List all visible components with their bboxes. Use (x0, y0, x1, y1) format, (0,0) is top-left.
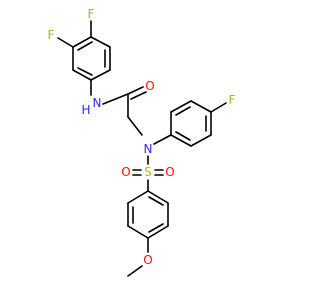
bond (72, 69, 92, 81)
ring-difluorophenyl (72, 36, 111, 81)
molecule-structure: F F N H O N F S O O O (48, 7, 236, 277)
atom-s: S (144, 165, 152, 179)
atom-f-right: F (229, 93, 236, 107)
bond (90, 36, 111, 48)
bond-nh-carbonyl (102, 93, 129, 105)
atom-label-fluorine: F (88, 7, 95, 21)
molecule-canvas: F F N H O N F S O O O (48, 7, 236, 277)
atom-label-hydrogen: H (81, 103, 90, 117)
ring-fluorophenyl (170, 100, 212, 147)
bond (170, 100, 192, 113)
atom-o-sulfonyl-left: O (121, 165, 130, 179)
bond-ch2-n (127, 116, 143, 136)
bond (127, 225, 149, 239)
atom-o-sulfonyl-right: O (165, 165, 174, 179)
bond-carbonyl-o-double (130, 91, 147, 100)
bond (90, 69, 111, 81)
atom-n-sulfonamide: N (144, 142, 153, 156)
atom-o-methoxy: O (143, 253, 152, 267)
bond (190, 100, 212, 113)
atom-label-fluorine: F (48, 28, 55, 42)
atom-label-sulfur: S (144, 165, 152, 179)
bond-carbonyl-o (127, 86, 144, 95)
bond-c-f-left (57, 37, 74, 48)
bond-double-inner (148, 223, 164, 233)
atom-label-oxygen: O (121, 165, 130, 179)
atom-label-nitrogen: N (144, 142, 153, 156)
bond (170, 134, 192, 147)
atom-label-oxygen: O (143, 253, 152, 267)
bond (127, 190, 149, 204)
bond-double-inner (175, 131, 191, 141)
bond (190, 134, 212, 147)
bond-double-inner (77, 41, 93, 51)
atom-label-oxygen: O (145, 79, 154, 93)
atom-label-nitrogen: N (93, 96, 102, 110)
bond (72, 36, 92, 48)
bond-double-inner (175, 106, 191, 116)
atom-label-oxygen: O (165, 165, 174, 179)
atom-nh: N H (81, 96, 101, 117)
bond-double-inner (148, 196, 164, 206)
bond-c-f-right (210, 102, 227, 113)
bond-o-methyl (127, 265, 143, 277)
ring-methoxyphenyl (127, 190, 169, 239)
bond-double-inner (77, 67, 93, 76)
atom-label-fluorine: F (229, 93, 236, 107)
bond (147, 190, 169, 204)
bond (147, 225, 169, 239)
bond-n-ring (153, 134, 172, 145)
atom-o-carbonyl: O (145, 79, 154, 93)
atom-f-top: F (88, 7, 95, 21)
atom-f-left: F (48, 28, 55, 42)
